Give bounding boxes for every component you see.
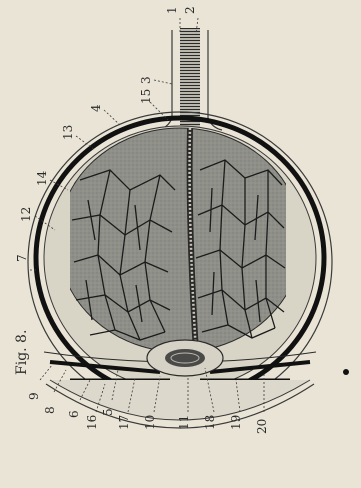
label-3: 3 <box>139 76 153 84</box>
label-16: 16 <box>85 415 99 430</box>
label-19: 19 <box>229 415 243 430</box>
label-6: 6 <box>67 410 81 418</box>
label-17: 17 <box>117 415 131 430</box>
label-14: 14 <box>35 170 49 186</box>
label-8: 8 <box>43 406 57 414</box>
label-4: 4 <box>89 104 103 112</box>
label-7: 7 <box>15 254 29 262</box>
label-1: 1 <box>165 6 179 14</box>
label-12: 12 <box>19 207 33 222</box>
label-13: 13 <box>61 125 75 140</box>
label-20: 20 <box>255 419 269 434</box>
label-9: 9 <box>27 392 41 400</box>
label-10: 10 <box>143 415 157 430</box>
figure-caption: Fig. 8. <box>14 330 30 375</box>
label-18: 18 <box>203 415 217 430</box>
label-2: 2 <box>183 6 197 14</box>
ink-dot <box>343 369 349 375</box>
label-15: 15 <box>139 89 153 104</box>
label-11: 11 <box>177 415 191 430</box>
label-5: 5 <box>101 408 115 416</box>
